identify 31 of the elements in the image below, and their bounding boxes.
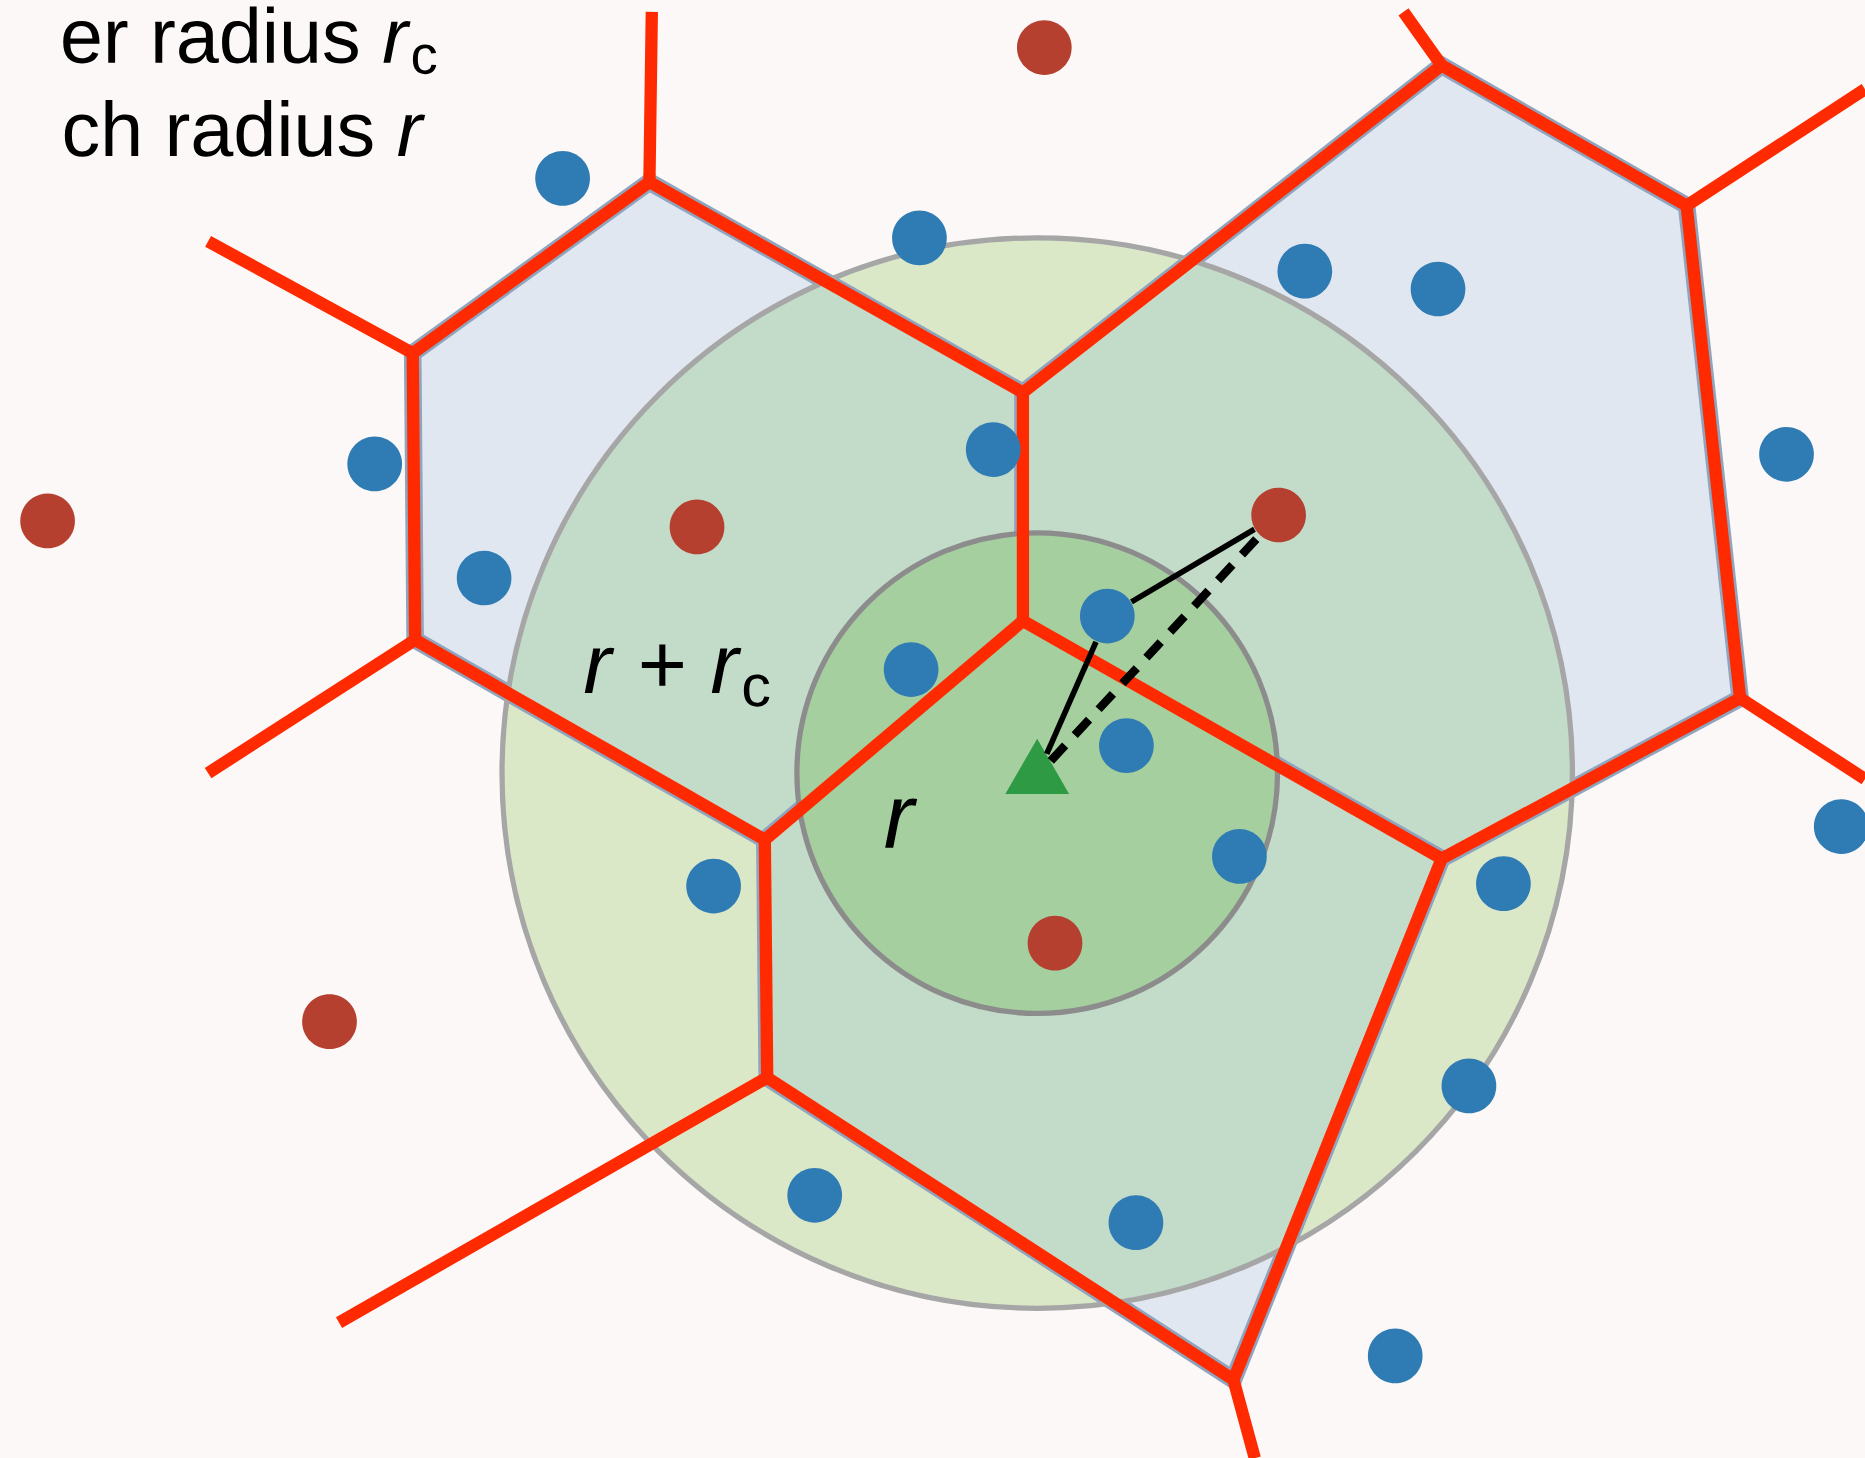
dot: [1027, 915, 1083, 971]
dot: [892, 210, 947, 266]
dot: [669, 499, 725, 555]
dot: [787, 1167, 843, 1223]
dot: [1099, 718, 1154, 773]
dot: [1277, 243, 1333, 299]
dot: [1441, 1058, 1497, 1114]
dot: [883, 642, 939, 697]
caption-text: ch radius r: [64, 99, 426, 157]
dot: [302, 994, 357, 1049]
dot: [965, 422, 1021, 477]
line: [1130, 526, 1256, 605]
radius-label: r + r$_{c}$: [584, 644, 770, 707]
dot: [1251, 487, 1306, 543]
dot: [1016, 20, 1072, 75]
dot: [1212, 828, 1267, 884]
dot: [1476, 856, 1531, 911]
dot: [1079, 588, 1135, 644]
radius-label: r: [885, 798, 918, 848]
line: [1044, 640, 1099, 755]
triangle-marker: [1005, 738, 1070, 794]
dot: [1410, 261, 1466, 317]
dot: [456, 550, 512, 606]
dot: [347, 436, 403, 492]
dot: [20, 493, 75, 549]
dot: [1367, 1328, 1423, 1384]
dot: [1759, 426, 1814, 482]
dot: [1108, 1195, 1164, 1250]
dot: [686, 858, 741, 914]
dot: [535, 150, 590, 206]
caption-text: er radius r$_{c}$: [63, 6, 437, 75]
